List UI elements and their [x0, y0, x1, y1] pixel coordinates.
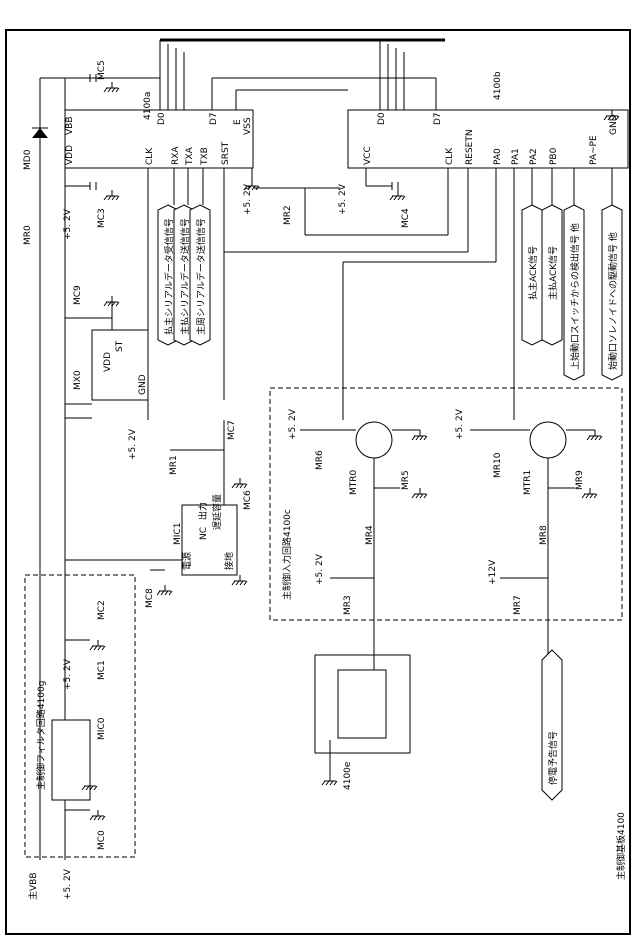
mic1-power: 電源 [182, 552, 193, 570]
pin-a-vdd: VDD [65, 145, 75, 165]
mr2-label: MR2 [283, 205, 293, 225]
pin-b-pa1: PA1 [511, 148, 521, 165]
mr1-label: MR1 [169, 455, 179, 475]
mc3-label: MC3 [97, 208, 107, 228]
mc2-label: MC2 [97, 600, 107, 620]
mic0-label: MIC0 [97, 717, 107, 740]
pin-b-pape: PA~PE [589, 135, 599, 165]
signal-s2: 主払シリアルデータ送信信号 [179, 218, 191, 335]
md0-label: MD0 [23, 149, 33, 170]
mtr0-label: MTR0 [349, 469, 359, 495]
pin-a-txb: TXB [200, 147, 210, 166]
signal-s1: 払主シリアルデータ受信信号 [163, 218, 175, 335]
mic1-delay: 遅延容量 [211, 494, 223, 530]
mc0-label: MC0 [97, 830, 107, 850]
mx0-label: MX0 [73, 370, 83, 390]
mc9-label: MC9 [73, 285, 83, 305]
mc4-label: MC4 [401, 208, 411, 228]
pin-b-gnd: GND [609, 114, 619, 135]
osc-st: ST [115, 340, 125, 352]
mr5-label: MR5 [401, 470, 411, 490]
v52-mr2: +5. 2V [243, 183, 253, 215]
osc-gnd: GND [138, 374, 148, 395]
osc-vdd: VDD [103, 352, 113, 372]
cpu-a-label: 4100a [143, 92, 153, 120]
mtr1-label: MTR1 [523, 470, 533, 495]
pin-a-srst: SRST [221, 141, 231, 165]
v52-top: +5. 2V [63, 208, 73, 240]
pin-a-d7: D7 [209, 112, 219, 125]
pin-a-vbb: VBB [65, 116, 75, 135]
mr3-label: MR3 [343, 595, 353, 615]
pin-a-rxa: RXA [171, 146, 181, 165]
signal-s8: 停電予告信号 [547, 731, 559, 785]
mc8-label: MC8 [145, 588, 155, 608]
input-label: 主制御入力回路4100c [281, 509, 293, 600]
pin-b-d0: D0 [377, 112, 387, 125]
diode-md0 [32, 128, 48, 138]
pin-b-clk: CLK [445, 147, 455, 165]
vbb-label: 主VBB [27, 872, 39, 900]
mr6-label: MR6 [315, 450, 325, 470]
mic1-out: 出力 [197, 502, 209, 520]
filter-label: 主制御フィルタ回路4100g [35, 681, 47, 790]
mic1-label: MIC1 [173, 523, 183, 545]
cpu-b-label: 4100b [493, 71, 503, 100]
pin-a-clk: CLK [145, 147, 155, 165]
pin-b-d7: D7 [433, 112, 443, 125]
mr0-label: MR0 [23, 225, 33, 245]
mic1-ground: 接地 [223, 552, 235, 570]
pin-b-vcc: VCC [363, 146, 373, 165]
v52-filter: +5. 2V [63, 658, 73, 690]
v52-mr10: +5. 2V [455, 408, 465, 440]
pin-a-d0: D0 [157, 112, 167, 125]
v52-mr6: +5. 2V [288, 408, 298, 440]
mr9-label: MR9 [575, 470, 585, 490]
mc6-label: MC6 [243, 490, 253, 510]
pin-b-pb0: PB0 [549, 147, 559, 165]
mc1-label: MC1 [97, 660, 107, 680]
v12-mr7: +12V [488, 559, 498, 585]
mr7-label: MR7 [513, 595, 523, 615]
conn-label: 4100e [343, 761, 353, 790]
signal-s6: 上始動口スイッチからの検出信号 他 [569, 223, 581, 370]
mr4-label: MR4 [365, 525, 375, 545]
pin-a-e: E [233, 119, 243, 125]
mr8-label: MR8 [539, 525, 549, 545]
pin-a-txa: TXA [185, 146, 195, 166]
v52-mc4: +5. 2V [338, 183, 348, 215]
v52-bottom: +5. 2V [63, 868, 73, 900]
signal-s4: 払主ACK信号 [527, 246, 539, 300]
signal-s3: 主周シリアルデータ送信信号 [195, 218, 207, 335]
mr10-label: MR10 [493, 452, 503, 478]
pin-b-pa2: PA2 [529, 148, 539, 165]
pin-b-pa0: PA0 [493, 148, 503, 165]
v52-mr3: +5. 2V [315, 553, 325, 585]
mic1-nc: NC [199, 527, 209, 540]
mc7-label: MC7 [227, 420, 237, 440]
signal-s5: 主払ACK信号 [547, 246, 559, 300]
pin-b-resetn: RESETN [465, 129, 475, 165]
signal-s7: 始動口ソレノイドへの駆動信号 他 [607, 232, 619, 370]
mc5-label: MC5 [97, 60, 107, 80]
v52-mr1: +5. 2V [128, 428, 138, 460]
pin-a-vss: VSS [243, 117, 253, 135]
board-title: 主制御基板4100 [615, 812, 627, 880]
